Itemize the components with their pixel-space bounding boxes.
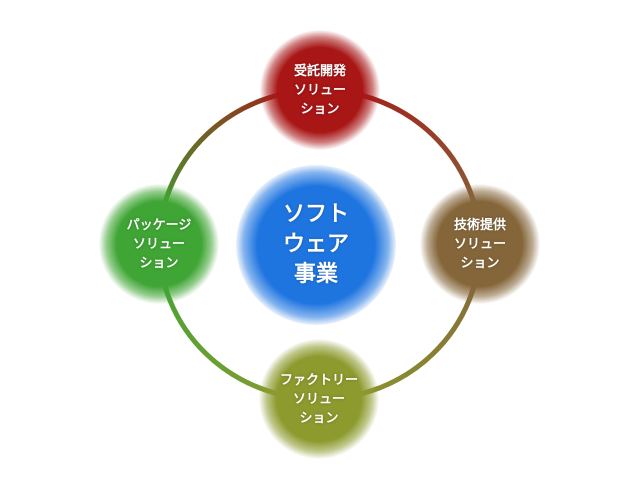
node-label-line: ソリュー — [132, 236, 185, 252]
node-label-line: ション — [460, 255, 500, 271]
node-label-line: パッケージ — [126, 217, 192, 233]
node-label-line: ファクトリー — [279, 372, 358, 388]
center-label-line: ウェア — [282, 232, 349, 257]
technology-provision-solution-node: 技術提供 ソリュー ション — [420, 184, 540, 304]
contract-development-solution-node: 受託開発 ソリュー ション — [260, 30, 380, 150]
center-label-line: ソフト — [282, 202, 349, 227]
factory-solution-node: ファクトリー ソリュー ション — [259, 339, 379, 459]
node-label-line: ション — [299, 410, 339, 426]
node-label-line: ソリュー — [292, 391, 345, 407]
center-label-line: 事業 — [293, 262, 338, 287]
node-label-line: 受託開発 — [293, 63, 346, 79]
node-label-line: ソリュー — [453, 236, 506, 252]
package-solution-node: パッケージ ソリュー ション — [99, 184, 219, 304]
software-business-node: ソフト ウェア 事業 — [236, 165, 396, 325]
node-label-line: 技術提供 — [453, 217, 506, 233]
node-label-line: ション — [300, 101, 340, 117]
node-label-line: ション — [139, 255, 179, 271]
node-label-line: ソリュー — [293, 82, 346, 98]
